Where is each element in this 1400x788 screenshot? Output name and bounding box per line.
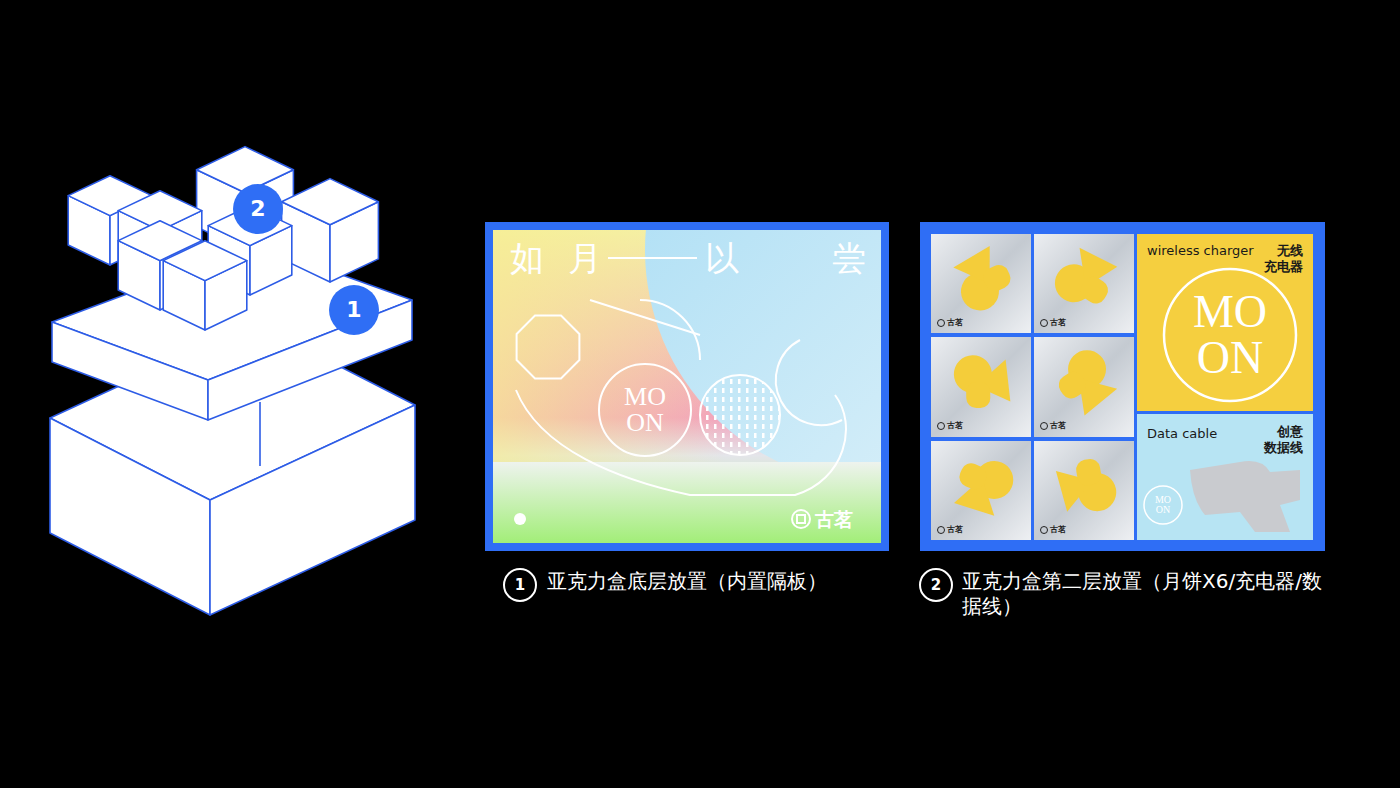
mooncake-shape-part (1055, 368, 1090, 402)
packaging-art-part (514, 513, 526, 525)
box-side (50, 418, 210, 615)
node-text: 古茗 (815, 508, 853, 531)
moon-ring (1144, 486, 1182, 524)
caption-text: 亚克力盒底层放置（内置隔板） (547, 569, 877, 594)
node-text: 以 (705, 238, 739, 279)
node-text: MOON (1190, 289, 1270, 381)
logo-icon (1041, 423, 1048, 430)
packaging-panel: 如月 以 尝 MOON 古茗 (485, 222, 889, 551)
mooncake-tile: 古茗 (931, 441, 1031, 540)
mooncake-art (931, 441, 1031, 540)
mooncake-shape (1055, 455, 1119, 517)
tile-ground (931, 337, 1031, 437)
node-text: 古茗 (1050, 318, 1066, 328)
node-text: MOON (1153, 495, 1173, 515)
caption-text: 亚克力盒第二层放置（月饼X6/充电器/数据线） (962, 569, 1324, 619)
node-text: 古茗 (947, 318, 963, 328)
mooncake-tile: 古茗 (1034, 441, 1134, 540)
line-art-part (776, 340, 842, 425)
mooncake-shape-part (966, 382, 990, 408)
node-text: 1 (329, 297, 379, 323)
node-text: 创意 数据线 (1263, 424, 1303, 455)
logo-icon (938, 320, 945, 327)
moon-ring (1164, 269, 1296, 401)
tray-panel (920, 222, 1325, 551)
mooncake-art (1034, 234, 1134, 333)
node-text: 2 (233, 196, 283, 222)
node-text: 古茗 (947, 525, 963, 535)
divider-line (259, 402, 261, 466)
tile-ground (1137, 414, 1313, 540)
tile-ground (1034, 441, 1134, 540)
node-text: 古茗 (947, 421, 963, 431)
node-text: 1 (505, 576, 535, 594)
tray-side (208, 300, 412, 420)
mooncake-art (1034, 337, 1134, 437)
line-art-part (608, 257, 697, 259)
tile-ground (1034, 337, 1134, 437)
mooncake-shape-part (956, 460, 989, 492)
node-text: wireless charger (1147, 243, 1254, 259)
tile-ground (1137, 234, 1313, 411)
logo-icon (1041, 320, 1048, 327)
packaging-art (493, 230, 881, 543)
mooncake-shape (949, 449, 1020, 521)
line-art-part (640, 300, 700, 360)
cube-face (282, 179, 379, 225)
line-art-part (599, 364, 691, 456)
logo-icon (938, 527, 945, 534)
charger-tile: wireless charger 无线 充电器 MOON (1137, 234, 1313, 411)
tray-side (52, 322, 208, 420)
node-text: 如 (510, 238, 544, 279)
line-art-part (797, 515, 805, 523)
mooncake-shape-part (1075, 457, 1103, 487)
cube-face (163, 241, 247, 281)
logo-icon (938, 423, 945, 430)
packaging-art-part (645, 230, 881, 485)
packaging-art-part (493, 462, 881, 543)
callout-number: 2 (233, 184, 283, 234)
mooncake-art (931, 234, 1031, 333)
tray-tiles (931, 234, 1313, 540)
mooncake-shape-part (1077, 273, 1112, 307)
line-art-part (516, 390, 846, 495)
mooncake-shape (1048, 343, 1123, 419)
logo-icon (1041, 527, 1048, 534)
mooncake-tile: 古茗 (931, 337, 1031, 437)
node-text: 2 (921, 576, 951, 594)
node-text: Data cable (1147, 426, 1217, 442)
caption-number: 1 (503, 568, 537, 602)
node-text: MOON (619, 384, 671, 436)
cube-face (197, 147, 294, 193)
mooncake-shape-part (980, 262, 1014, 295)
box-illustration (50, 147, 415, 615)
node-text: 无线 充电器 (1263, 243, 1303, 274)
line-art-part (700, 375, 780, 455)
cable-shape (1190, 461, 1300, 532)
tile-ground (931, 234, 1031, 333)
mooncake-tile: 古茗 (931, 234, 1031, 333)
mooncake-tile: 古茗 (1034, 234, 1134, 333)
node-text: 尝 (832, 238, 866, 279)
mooncake-shape (947, 244, 1019, 317)
line-art-part (517, 316, 580, 379)
tile-ground (1034, 234, 1134, 333)
mooncake-shape (954, 355, 1011, 409)
cable-tile: Data cable 创意 数据线 MOON (1137, 414, 1313, 540)
mooncake-art (931, 337, 1031, 437)
mooncake-shape (1048, 242, 1123, 318)
mooncake-art (1034, 441, 1134, 540)
line-art (516, 258, 846, 528)
line-art-part (792, 510, 810, 528)
callout-number: 1 (329, 285, 379, 335)
node-text: 古茗 (1050, 525, 1066, 535)
tile-ground (931, 441, 1031, 540)
mooncake-tile: 古茗 (1034, 337, 1134, 437)
caption-number: 2 (919, 568, 953, 602)
node-text: 古茗 (1050, 421, 1066, 431)
node-text: 月 (568, 238, 602, 279)
box-side (210, 405, 415, 615)
